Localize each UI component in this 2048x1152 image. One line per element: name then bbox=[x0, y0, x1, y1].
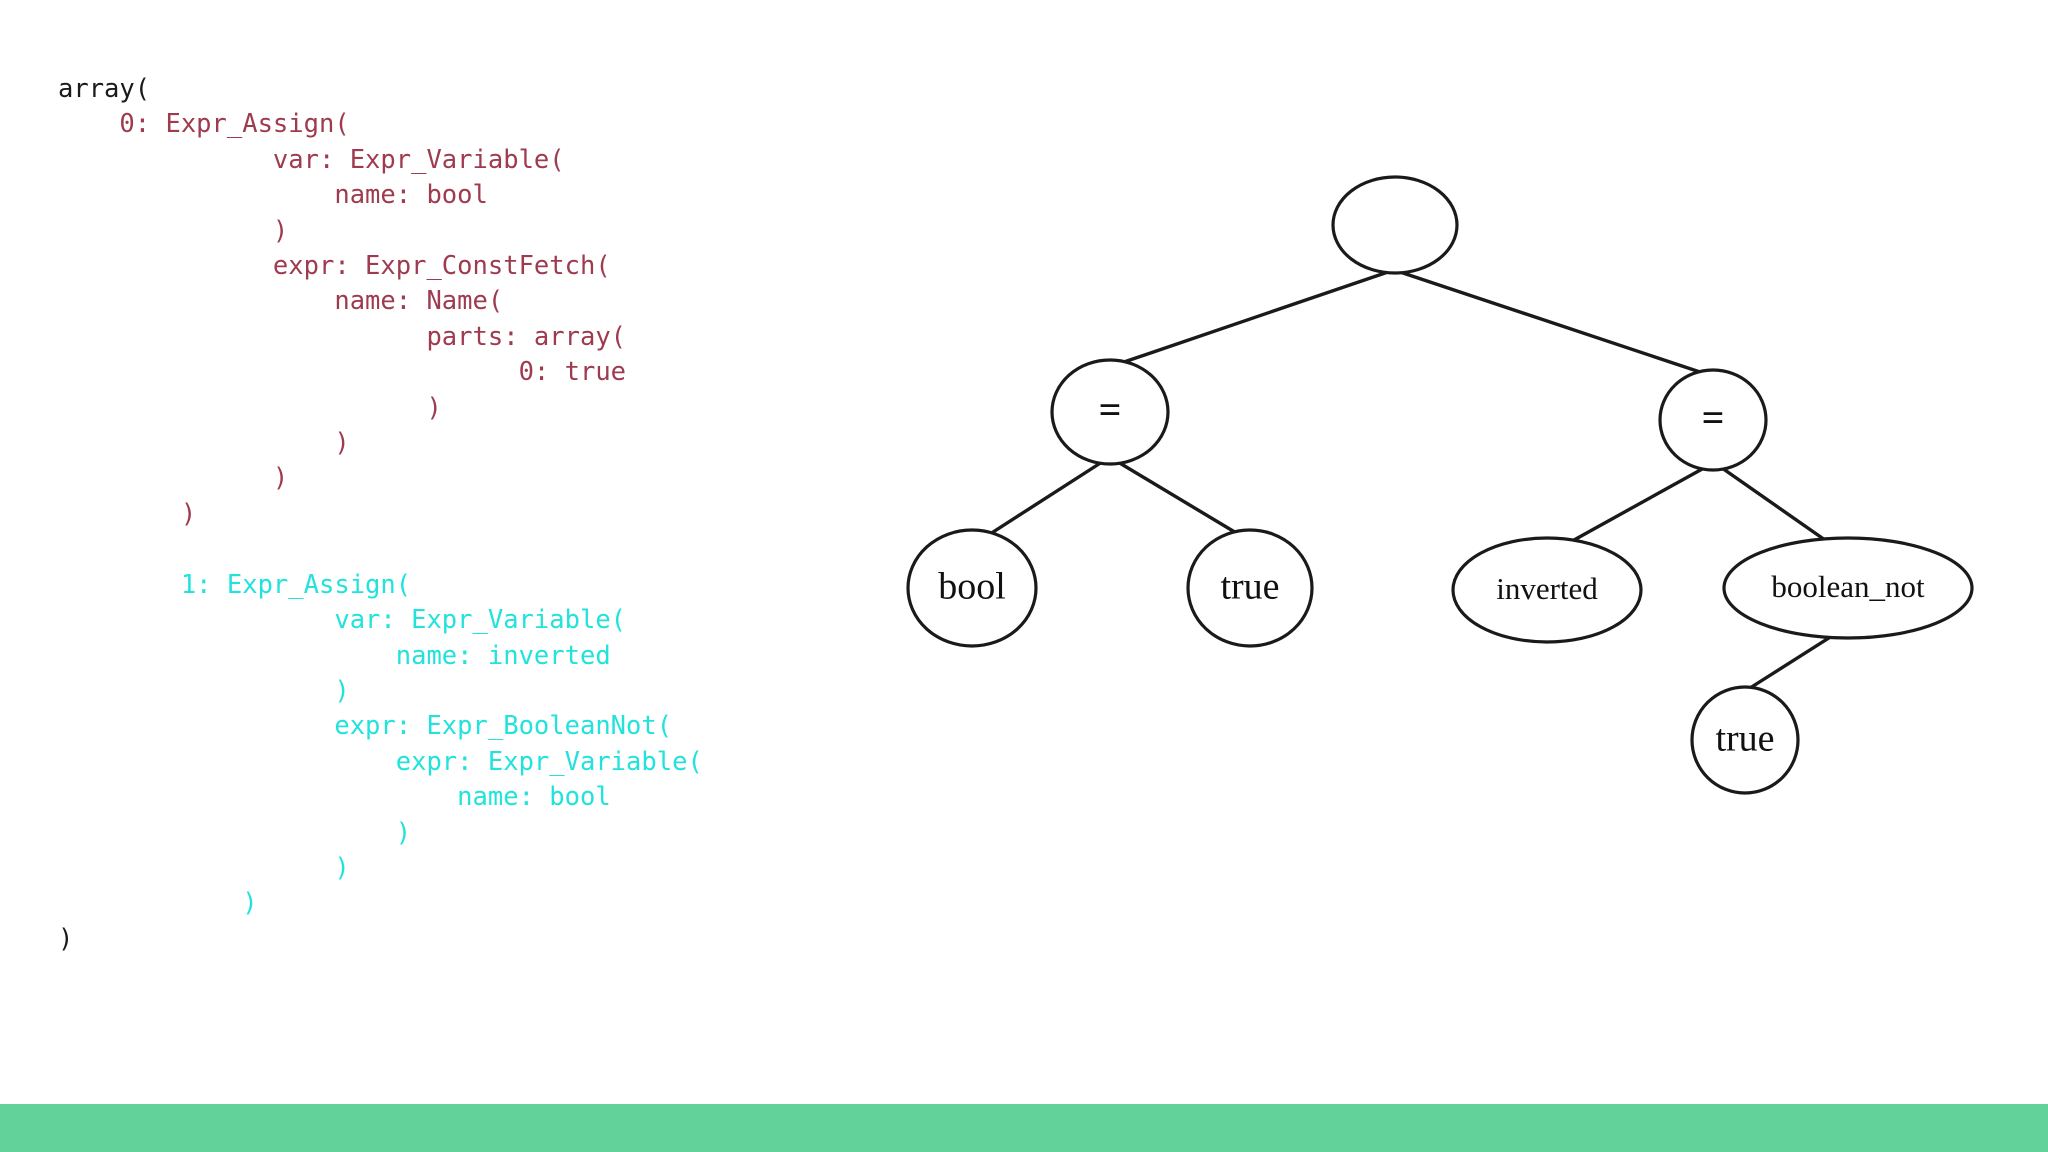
tree-node-shape bbox=[1186, 528, 1314, 648]
tree-edge-boolean-not-to-true-leaf-2 bbox=[1748, 634, 1834, 690]
tree-edge-assign-left-to-true-leaf bbox=[1116, 460, 1240, 536]
code-line: 0: true bbox=[58, 357, 627, 388]
code-line: 1: Expr_Assign( bbox=[58, 569, 412, 600]
tree-node-bool-leaf[interactable]: bool bbox=[906, 528, 1038, 648]
tree-node-label: bool bbox=[938, 566, 1006, 608]
tree-node-shape bbox=[1722, 536, 1974, 640]
tree-node-shape bbox=[1451, 536, 1643, 644]
tree-node-assign-right[interactable]: = bbox=[1658, 368, 1768, 472]
footer-accent-bar bbox=[0, 1104, 2048, 1152]
code-line: ) bbox=[58, 852, 350, 883]
tree-edge-assign-right-to-boolean-not bbox=[1720, 466, 1827, 542]
code-line: ) bbox=[58, 392, 442, 423]
tree-node-label: = bbox=[1702, 395, 1725, 440]
tree-node-shape bbox=[1690, 685, 1800, 795]
code-line: ) bbox=[58, 817, 412, 848]
tree-edge-group bbox=[988, 270, 1834, 690]
code-line: var: Expr_Variable( bbox=[58, 144, 565, 175]
tree-node-boolean-not[interactable]: boolean_not bbox=[1722, 536, 1974, 640]
tree-edge-assign-right-to-inverted bbox=[1572, 466, 1706, 542]
tree-node-label: true bbox=[1715, 718, 1774, 760]
tree-node-shape bbox=[1050, 358, 1170, 466]
code-line: name: inverted bbox=[58, 640, 611, 671]
code-line: name: Name( bbox=[58, 286, 504, 317]
tree-edge-root-to-assign-right bbox=[1398, 270, 1702, 374]
tree-node-inverted[interactable]: inverted bbox=[1451, 536, 1643, 644]
tree-node-shape bbox=[906, 528, 1038, 648]
code-line: parts: array( bbox=[58, 321, 627, 352]
tree-node-shape bbox=[1331, 175, 1459, 275]
code-line: array( bbox=[58, 74, 151, 104]
tree-node-shape bbox=[1658, 368, 1768, 472]
tree-node-true-leaf-2[interactable]: true bbox=[1690, 685, 1800, 795]
tree-node-label: inverted bbox=[1496, 571, 1598, 606]
code-line: ) bbox=[58, 923, 74, 954]
tree-edge-assign-left-to-bool-leaf bbox=[988, 460, 1104, 536]
code-line: var: Expr_Variable( bbox=[58, 605, 627, 636]
code-line: 0: Expr_Assign( bbox=[58, 109, 350, 140]
code-line: ) bbox=[58, 428, 350, 459]
tree-node-root[interactable] bbox=[1331, 175, 1459, 275]
code-line: name: bool bbox=[58, 782, 611, 813]
tree-node-label: boolean_not bbox=[1771, 569, 1925, 604]
code-line: expr: Expr_BooleanNot( bbox=[58, 711, 673, 742]
php-ast-dump-code-block: array( 0: Expr_Assign( var: Expr_Variabl… bbox=[58, 72, 898, 957]
code-line: ) bbox=[58, 675, 350, 706]
tree-node-true-leaf[interactable]: true bbox=[1186, 528, 1314, 648]
code-line: ) bbox=[58, 463, 289, 494]
tree-node-assign-left[interactable]: = bbox=[1050, 358, 1170, 466]
code-line: expr: Expr_Variable( bbox=[58, 746, 703, 777]
code-line: ) bbox=[58, 215, 289, 246]
tree-node-label: = bbox=[1099, 387, 1122, 432]
tree-edge-root-to-assign-left bbox=[1122, 270, 1390, 364]
code-line: expr: Expr_ConstFetch( bbox=[58, 251, 611, 282]
code-line: name: bool bbox=[58, 180, 488, 211]
code-line: ) bbox=[58, 888, 258, 919]
code-line bbox=[58, 532, 898, 567]
code-line: ) bbox=[58, 498, 197, 529]
tree-node-label: true bbox=[1220, 566, 1279, 608]
